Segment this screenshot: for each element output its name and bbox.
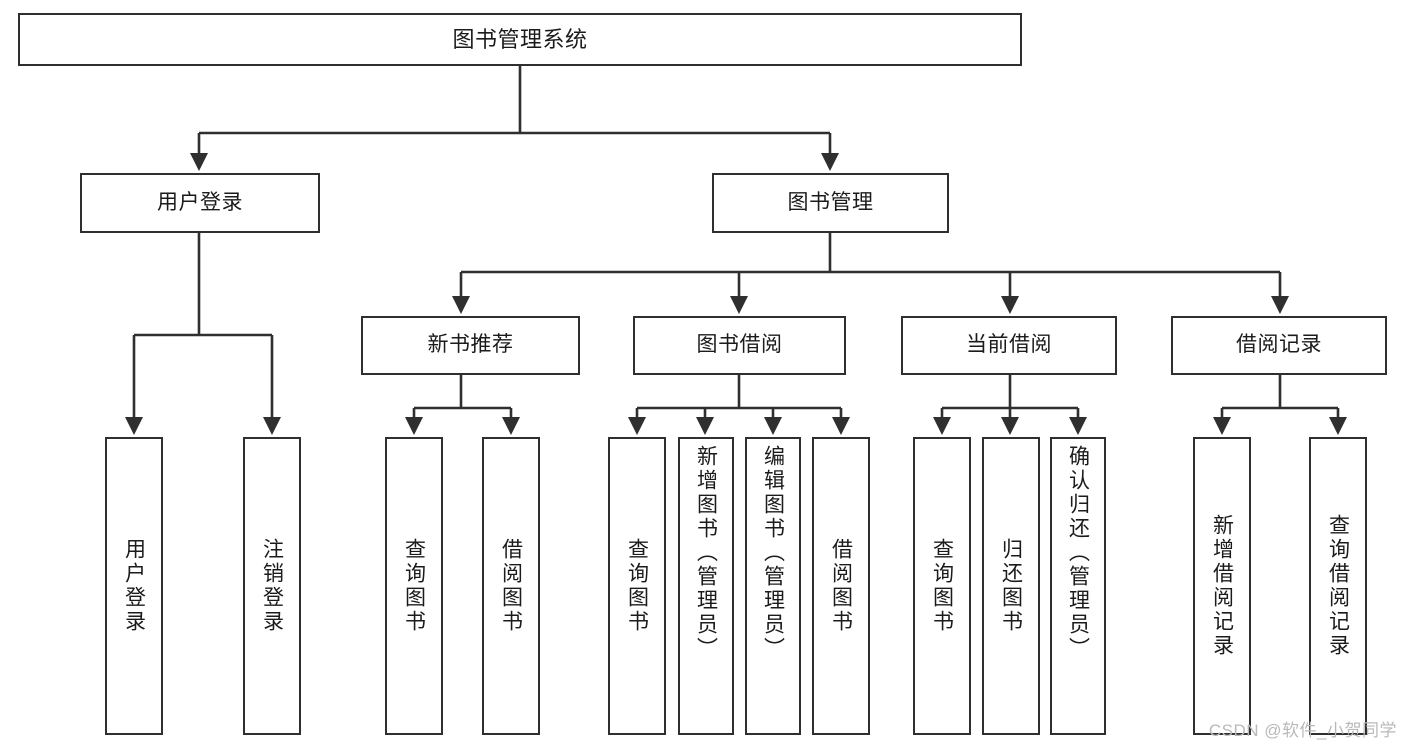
leaf-borrow-edit-admin[interactable]: 编辑图书（管理员） — [745, 437, 801, 735]
leaf-new-book-borrow[interactable]: 借阅图书 — [482, 437, 540, 735]
node-root[interactable]: 图书管理系统 — [18, 13, 1022, 66]
leaf-label: 查询借阅记录 — [1326, 514, 1350, 658]
node-borrow-record[interactable]: 借阅记录 — [1171, 316, 1387, 375]
leaf-label: 新增借阅记录 — [1210, 514, 1234, 658]
leaf-label: 新增图书（管理员） — [694, 445, 718, 661]
leaf-current-confirm-return-admin[interactable]: 确认归还（管理员） — [1050, 437, 1106, 735]
node-book-manage-label: 图书管理 — [787, 190, 874, 214]
node-book-borrow[interactable]: 图书借阅 — [633, 316, 846, 375]
leaf-label: 查询图书 — [402, 538, 426, 634]
node-borrow-record-label: 借阅记录 — [1236, 333, 1322, 357]
leaf-label: 归还图书 — [999, 538, 1023, 634]
leaf-borrow-add-admin[interactable]: 新增图书（管理员） — [678, 437, 734, 735]
leaf-record-query[interactable]: 查询借阅记录 — [1309, 437, 1367, 735]
watermark: CSDN @软件_小贺同学 — [1208, 721, 1397, 740]
node-user-login[interactable]: 用户登录 — [80, 173, 320, 233]
leaf-label: 查询图书 — [625, 538, 649, 634]
leaf-label: 编辑图书（管理员） — [761, 445, 785, 661]
leaf-user-login-login[interactable]: 用户登录 — [105, 437, 163, 735]
node-current-borrow[interactable]: 当前借阅 — [901, 316, 1117, 375]
leaf-label: 借阅图书 — [829, 538, 853, 634]
node-book-borrow-label: 图书借阅 — [696, 333, 783, 357]
leaf-new-book-query[interactable]: 查询图书 — [385, 437, 443, 735]
leaf-label: 确认归还（管理员） — [1066, 445, 1090, 661]
leaf-label: 查询图书 — [930, 538, 954, 634]
leaf-current-return[interactable]: 归还图书 — [982, 437, 1040, 735]
node-root-label: 图书管理系统 — [452, 26, 588, 52]
node-user-login-label: 用户登录 — [157, 190, 243, 214]
leaf-label: 借阅图书 — [499, 538, 523, 634]
leaf-borrow-borrow-book[interactable]: 借阅图书 — [812, 437, 870, 735]
leaf-current-query[interactable]: 查询图书 — [913, 437, 971, 735]
leaf-label: 注销登录 — [260, 538, 284, 634]
node-current-borrow-label: 当前借阅 — [966, 333, 1052, 357]
leaf-user-login-logout[interactable]: 注销登录 — [243, 437, 301, 735]
leaf-borrow-query[interactable]: 查询图书 — [608, 437, 666, 735]
node-book-manage[interactable]: 图书管理 — [712, 173, 949, 233]
leaf-label: 用户登录 — [122, 538, 146, 634]
leaf-record-add[interactable]: 新增借阅记录 — [1193, 437, 1251, 735]
node-new-book-recommend-label: 新书推荐 — [427, 333, 514, 357]
node-new-book-recommend[interactable]: 新书推荐 — [361, 316, 580, 375]
